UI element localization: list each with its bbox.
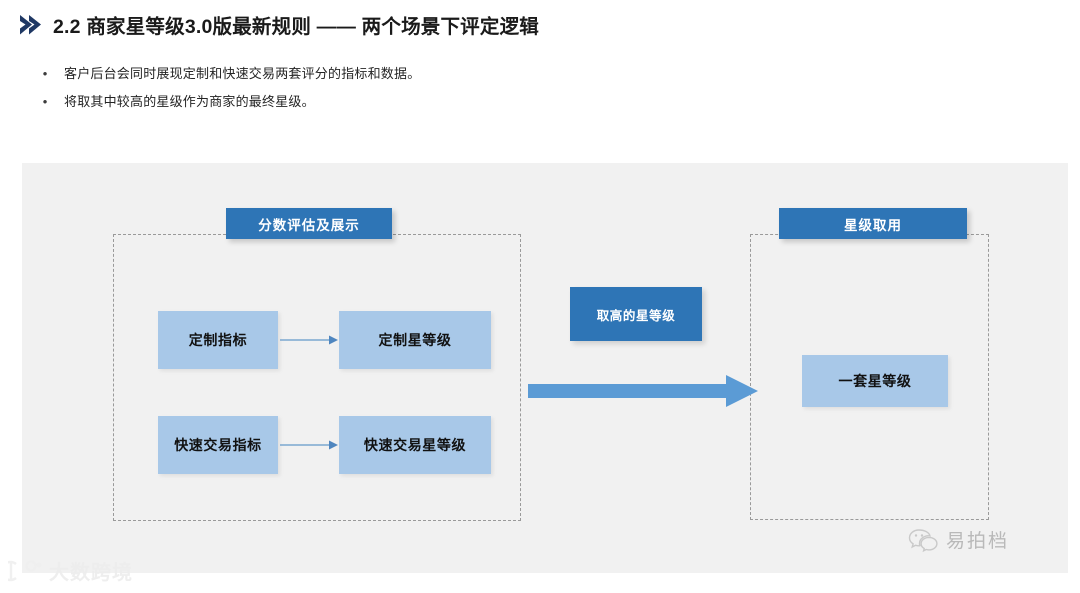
node-custom-star-level: 定制星等级 xyxy=(339,311,491,369)
node-fast-trade-star-level: 快速交易星等级 xyxy=(339,416,491,474)
callout-take-higher-star: 取高的星等级 xyxy=(570,287,702,341)
group-box-score-evaluation xyxy=(113,234,521,521)
arrow-custom-connector-icon xyxy=(280,335,338,345)
watermark-left: 大数跨境 xyxy=(8,556,133,585)
dashu-logo-icon xyxy=(8,559,42,581)
diagram-canvas: 分数评估及展示 星级取用 定制指标 定制星等级 快速交易指标 快速交易星等级 一… xyxy=(22,163,1068,573)
node-fast-trade-metric: 快速交易指标 xyxy=(158,416,278,474)
bullet-marker: • xyxy=(42,66,48,81)
page-title-text: 2.2 商家星等级3.0版最新规则 —— 两个场景下评定逻辑 xyxy=(53,16,539,38)
wechat-icon xyxy=(908,528,938,552)
bullet-list: • 客户后台会同时展现定制和快速交易两套评分的指标和数据。 • 将取其中较高的星… xyxy=(40,64,680,120)
watermark-right-text: 易拍档 xyxy=(946,531,1010,552)
watermark-left-text: 大数跨境 xyxy=(49,562,133,584)
list-item: • 客户后台会同时展现定制和快速交易两套评分的指标和数据。 xyxy=(40,64,680,83)
banner-star-usage: 星级取用 xyxy=(779,208,967,239)
watermark-right: 易拍档 xyxy=(908,526,1009,553)
node-single-star-level: 一套星等级 xyxy=(802,355,948,407)
list-item: • 将取其中较高的星级作为商家的最终星级。 xyxy=(40,92,680,111)
bullet-marker: • xyxy=(42,94,48,109)
chevron-right-icon xyxy=(20,14,41,34)
banner-score-evaluation: 分数评估及展示 xyxy=(226,208,392,239)
bullet-text: 将取其中较高的星级作为商家的最终星级。 xyxy=(64,94,315,109)
arrow-main-flow-icon xyxy=(528,375,758,407)
arrow-fast-trade-connector-icon xyxy=(280,440,338,450)
bullet-text: 客户后台会同时展现定制和快速交易两套评分的指标和数据。 xyxy=(64,66,421,81)
node-custom-metric: 定制指标 xyxy=(158,311,278,369)
page-title: 2.2 商家星等级3.0版最新规则 —— 两个场景下评定逻辑 xyxy=(18,10,539,39)
